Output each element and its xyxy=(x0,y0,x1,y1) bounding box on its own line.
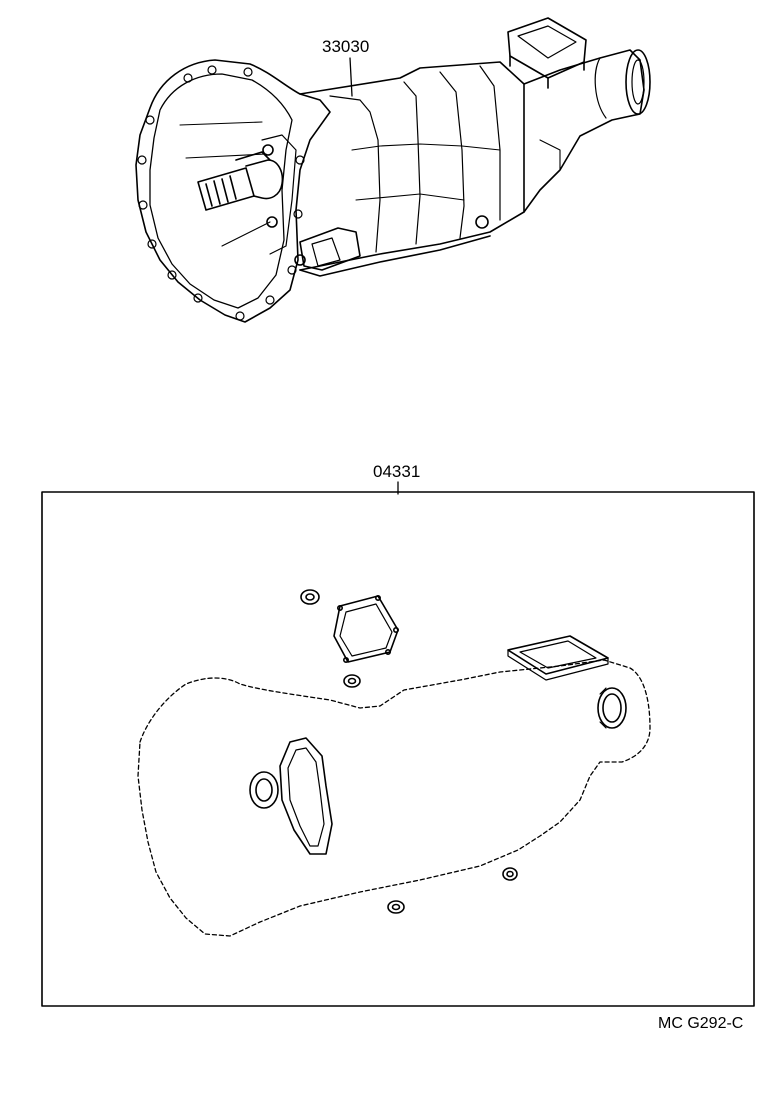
main-case-outline xyxy=(299,61,525,271)
bell-housing-outline xyxy=(135,59,331,323)
main-case-mid-line xyxy=(351,143,501,151)
front-retainer-gasket xyxy=(279,737,333,855)
main-case-low-line xyxy=(355,193,465,201)
flange-bolt-holes xyxy=(137,65,305,321)
gasket-kit-frame xyxy=(41,491,755,1007)
drain-plug-gasket xyxy=(502,867,518,881)
housing-inner-line xyxy=(261,134,297,255)
transmission-silhouette-dashed xyxy=(137,659,651,937)
extension-housing xyxy=(523,49,651,213)
assembly-part-number: 33030 xyxy=(322,37,370,56)
small-oil-seal xyxy=(300,589,320,605)
bell-housing-leader-lines xyxy=(179,121,271,247)
main-case-top-ridge xyxy=(329,95,381,253)
drain-plug xyxy=(475,215,489,229)
illustration-code: MC G292-C xyxy=(658,1015,744,1032)
input-oil-seal xyxy=(249,771,279,809)
assembly-leader-line xyxy=(349,57,353,97)
main-case-rib-2 xyxy=(439,71,465,239)
lower-case-outline xyxy=(299,235,491,277)
bell-housing-flange xyxy=(149,73,293,309)
upper-cover-gasket xyxy=(333,594,399,663)
main-case-rib-1 xyxy=(403,81,421,245)
gasket-kit-part-number: 04331 xyxy=(373,462,421,481)
transmission-assembly-drawing xyxy=(135,17,651,323)
shift-cover xyxy=(507,17,587,89)
main-case-rib-3 xyxy=(479,65,501,221)
small-o-ring xyxy=(343,674,361,688)
shift-lever-gasket xyxy=(507,635,609,681)
input-shaft xyxy=(197,144,284,228)
filler-plug-gasket xyxy=(387,900,405,914)
reverse-light-switch xyxy=(294,227,361,271)
rear-oil-seal xyxy=(597,687,627,729)
